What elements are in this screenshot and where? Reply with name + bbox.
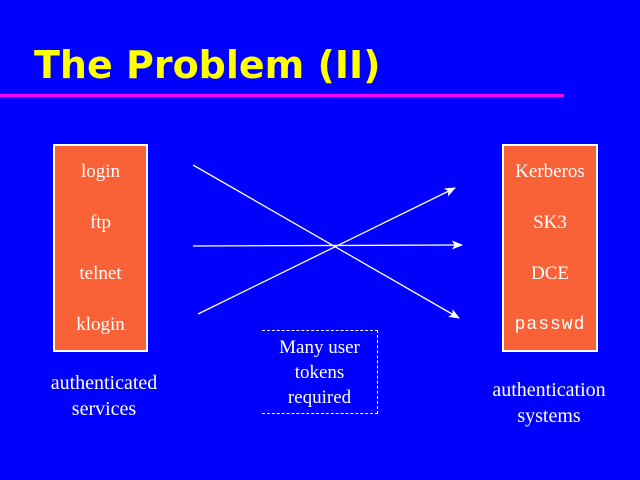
service-item-telnet: telnet [79, 262, 122, 284]
service-item-ftp: ftp [89, 211, 112, 233]
authentication-systems-box: Kerberos SK3 DCE passwd [502, 144, 598, 352]
system-item-kerberos: Kerberos [515, 160, 585, 182]
note-line: Many user [279, 337, 360, 358]
arrow-top-left-to-bottom-right [192, 164, 460, 319]
slide-title: The Problem (II) [34, 43, 381, 87]
arrow-bottom-left-to-top-right [197, 187, 456, 315]
services-caption: authenticated services [50, 372, 158, 420]
note-line: required [287, 387, 352, 408]
authenticated-services-box: login ftp telnet klogin [53, 144, 148, 352]
system-item-passwd: passwd [514, 314, 586, 335]
many-tokens-note: Many user tokens required [262, 330, 378, 414]
note-line: tokens [294, 362, 345, 383]
system-item-dce: DCE [531, 262, 569, 284]
arrow-horizontal [192, 240, 463, 250]
system-item-sk3: SK3 [533, 211, 567, 233]
service-item-klogin: klogin [76, 313, 125, 335]
service-item-login: login [80, 160, 121, 182]
systems-caption: authentication systems [492, 379, 606, 427]
title-underline [0, 94, 564, 97]
